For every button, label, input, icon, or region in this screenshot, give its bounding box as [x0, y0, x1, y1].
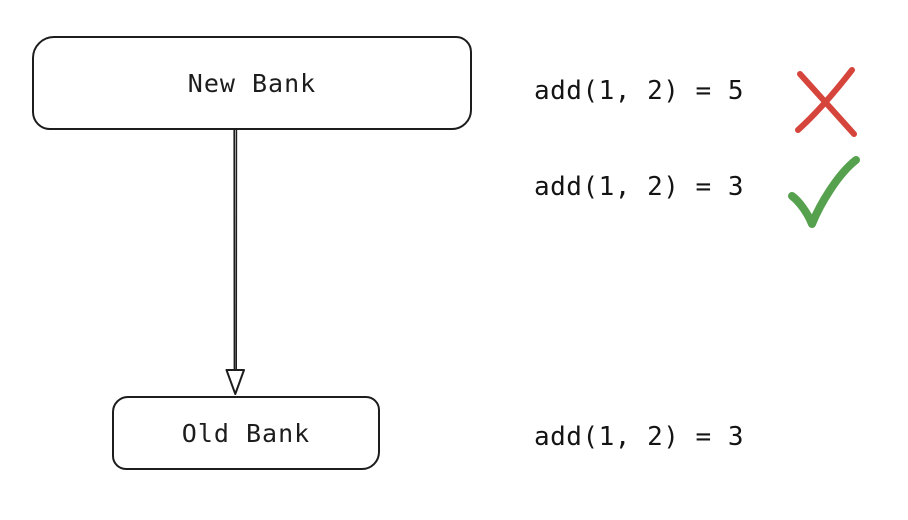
- node-new-bank: New Bank: [32, 36, 472, 130]
- cross-icon: [795, 67, 857, 137]
- arrow-down-connector: [225, 128, 245, 395]
- expression-wrong-result: add(1, 2) = 5: [534, 76, 744, 106]
- node-old-bank-label: Old Bank: [181, 418, 311, 448]
- expression-old-bank-result: add(1, 2) = 3: [534, 422, 744, 452]
- node-old-bank: Old Bank: [112, 396, 380, 470]
- check-icon: [788, 156, 860, 228]
- expression-correct-result: add(1, 2) = 3: [534, 172, 744, 202]
- node-new-bank-label: New Bank: [187, 68, 317, 98]
